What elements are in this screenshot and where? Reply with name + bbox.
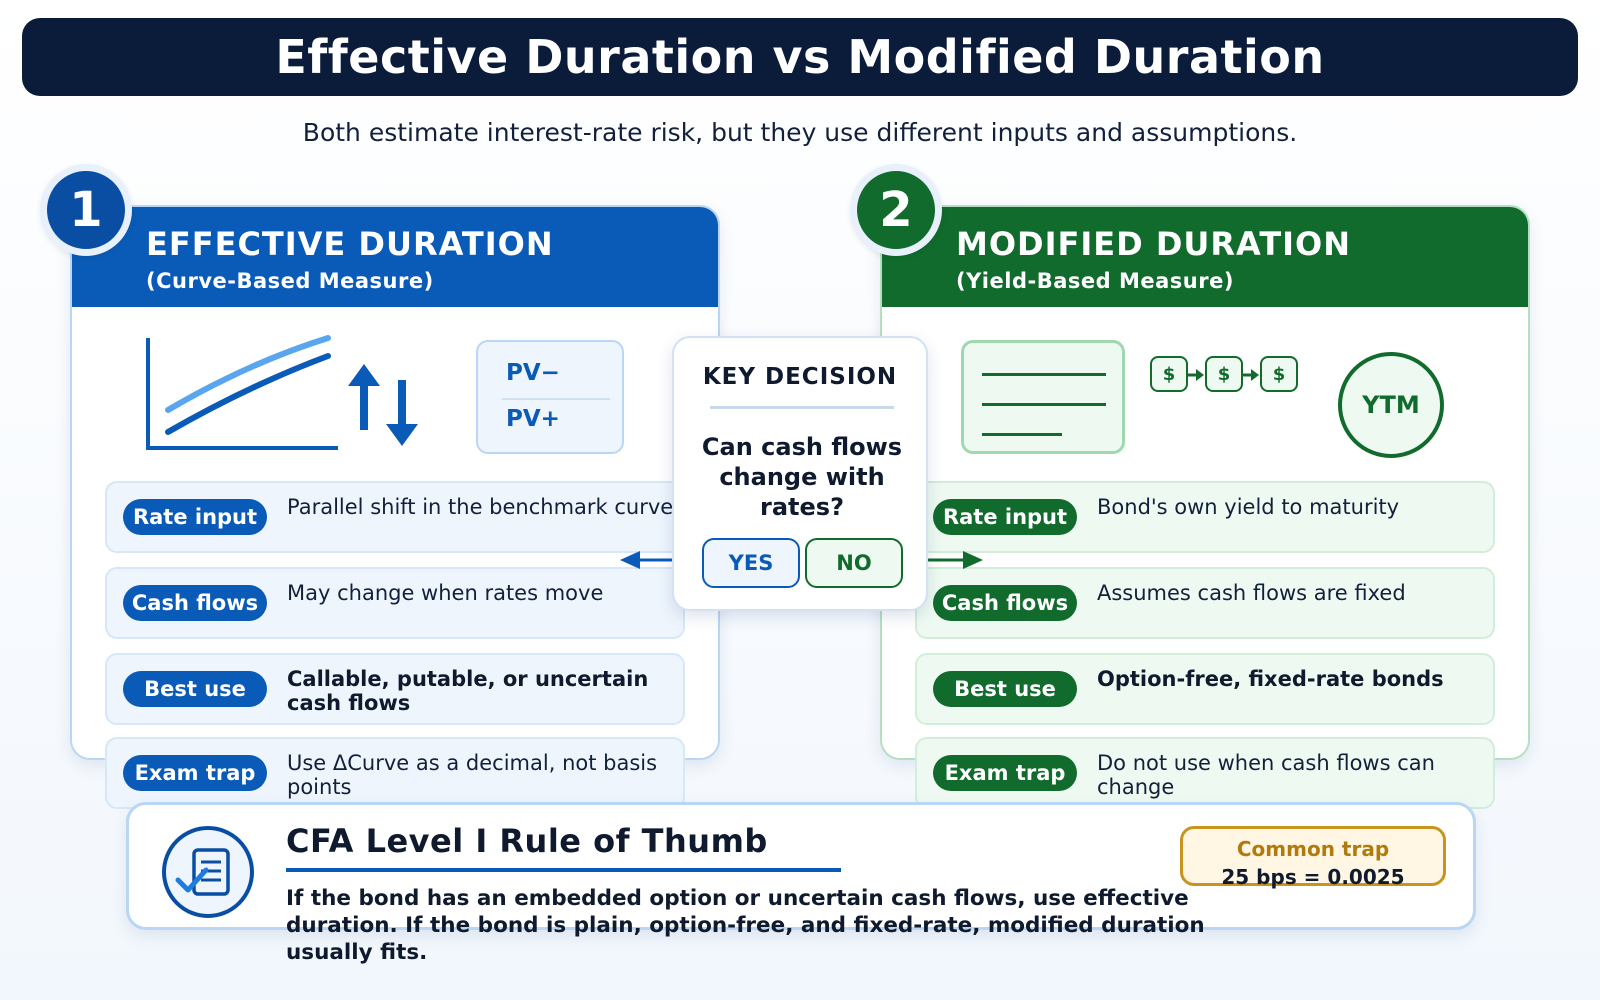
- pv-box: PV− PV+: [476, 340, 624, 454]
- page-title: Effective Duration vs Modified Duration: [275, 30, 1325, 84]
- row-text: Assumes cash flows are fixed: [1097, 581, 1406, 605]
- title-bar: Effective Duration vs Modified Duration: [22, 18, 1578, 96]
- pv-minus: PV−: [506, 360, 560, 386]
- effective-row-rate-input: Rate input Parallel shift in the benchma…: [105, 481, 685, 553]
- arrow-right-icon: [1243, 369, 1259, 381]
- effective-row-exam-trap: Exam trap Use ΔCurve as a decimal, not b…: [105, 737, 685, 809]
- step-badge-2: 2: [850, 164, 942, 256]
- modified-duration-heading: MODIFIED DURATION: [956, 225, 1352, 263]
- modified-row-exam-trap: Exam trap Do not use when cash flows can…: [915, 737, 1495, 809]
- step-badge-1: 1: [40, 164, 132, 256]
- modified-duration-header: MODIFIED DURATION (Yield-Based Measure): [882, 207, 1528, 307]
- down-arrow-icon: [386, 380, 418, 446]
- effective-duration-header: EFFECTIVE DURATION (Curve-Based Measure): [72, 207, 718, 307]
- row-label: Cash flows: [123, 585, 267, 621]
- key-decision-card: KEY DECISION Can cash flows change with …: [672, 336, 928, 611]
- row-label: Best use: [933, 671, 1077, 707]
- ytm-icon: YTM: [1338, 352, 1444, 458]
- effective-row-cash-flows: Cash flows May change when rates move: [105, 567, 685, 639]
- effective-duration-subheading: (Curve-Based Measure): [146, 269, 434, 293]
- modified-row-best-use: Best use Option-free, fixed-rate bonds: [915, 653, 1495, 725]
- cash-flow-box: $: [1205, 356, 1243, 392]
- pv-divider: [502, 398, 610, 400]
- modified-row-rate-input: Rate input Bond's own yield to maturity: [915, 481, 1495, 553]
- key-decision-question: Can cash flows change with rates?: [701, 433, 903, 521]
- row-text: May change when rates move: [287, 581, 604, 605]
- row-label: Rate input: [933, 499, 1077, 535]
- pv-plus: PV+: [506, 406, 560, 432]
- arrow-right-icon: [1188, 369, 1204, 381]
- cash-flow-box: $: [1260, 356, 1298, 392]
- row-label: Best use: [123, 671, 267, 707]
- rule-text: If the bond has an embedded option or un…: [286, 886, 1205, 965]
- row-text: Option-free, fixed-rate bonds: [1097, 667, 1444, 691]
- row-label: Cash flows: [933, 585, 1077, 621]
- row-label: Exam trap: [123, 755, 267, 791]
- modified-duration-subheading: (Yield-Based Measure): [956, 269, 1234, 293]
- key-decision-divider: [710, 406, 894, 409]
- trap-label: Common trap: [1236, 837, 1390, 861]
- effective-duration-heading: EFFECTIVE DURATION: [146, 225, 554, 263]
- subtitle: Both estimate interest-rate risk, but th…: [302, 118, 1298, 147]
- key-decision-title: KEY DECISION: [702, 364, 898, 390]
- yield-curve-icon: [146, 335, 338, 450]
- cash-flow-icon: $ $ $: [1150, 356, 1300, 396]
- no-button[interactable]: NO: [805, 538, 903, 588]
- effective-row-best-use: Best use Callable, putable, or uncertain…: [105, 653, 685, 725]
- checklist-icon: [162, 826, 254, 918]
- row-text: Parallel shift in the benchmark curve: [287, 495, 674, 519]
- row-label: Exam trap: [933, 755, 1077, 791]
- trap-value: 25 bps = 0.0025: [1221, 865, 1405, 889]
- row-label: Rate input: [123, 499, 267, 535]
- row-text: Callable, putable, or uncertain cash flo…: [287, 667, 649, 715]
- common-trap-badge: Common trap 25 bps = 0.0025: [1180, 826, 1446, 889]
- row-text: Bond's own yield to maturity: [1097, 495, 1400, 519]
- modified-row-cash-flows: Cash flows Assumes cash flows are fixed: [915, 567, 1495, 639]
- cash-flow-box: $: [1150, 356, 1188, 392]
- yes-button[interactable]: YES: [702, 538, 800, 588]
- rule-title: CFA Level I Rule of Thumb: [286, 822, 768, 860]
- rule-underline: [286, 868, 841, 872]
- up-arrow-icon: [348, 364, 380, 430]
- row-text: Do not use when cash flows can change: [1097, 751, 1435, 799]
- document-icon: [961, 340, 1125, 454]
- row-text: Use ΔCurve as a decimal, not basis point…: [287, 751, 658, 799]
